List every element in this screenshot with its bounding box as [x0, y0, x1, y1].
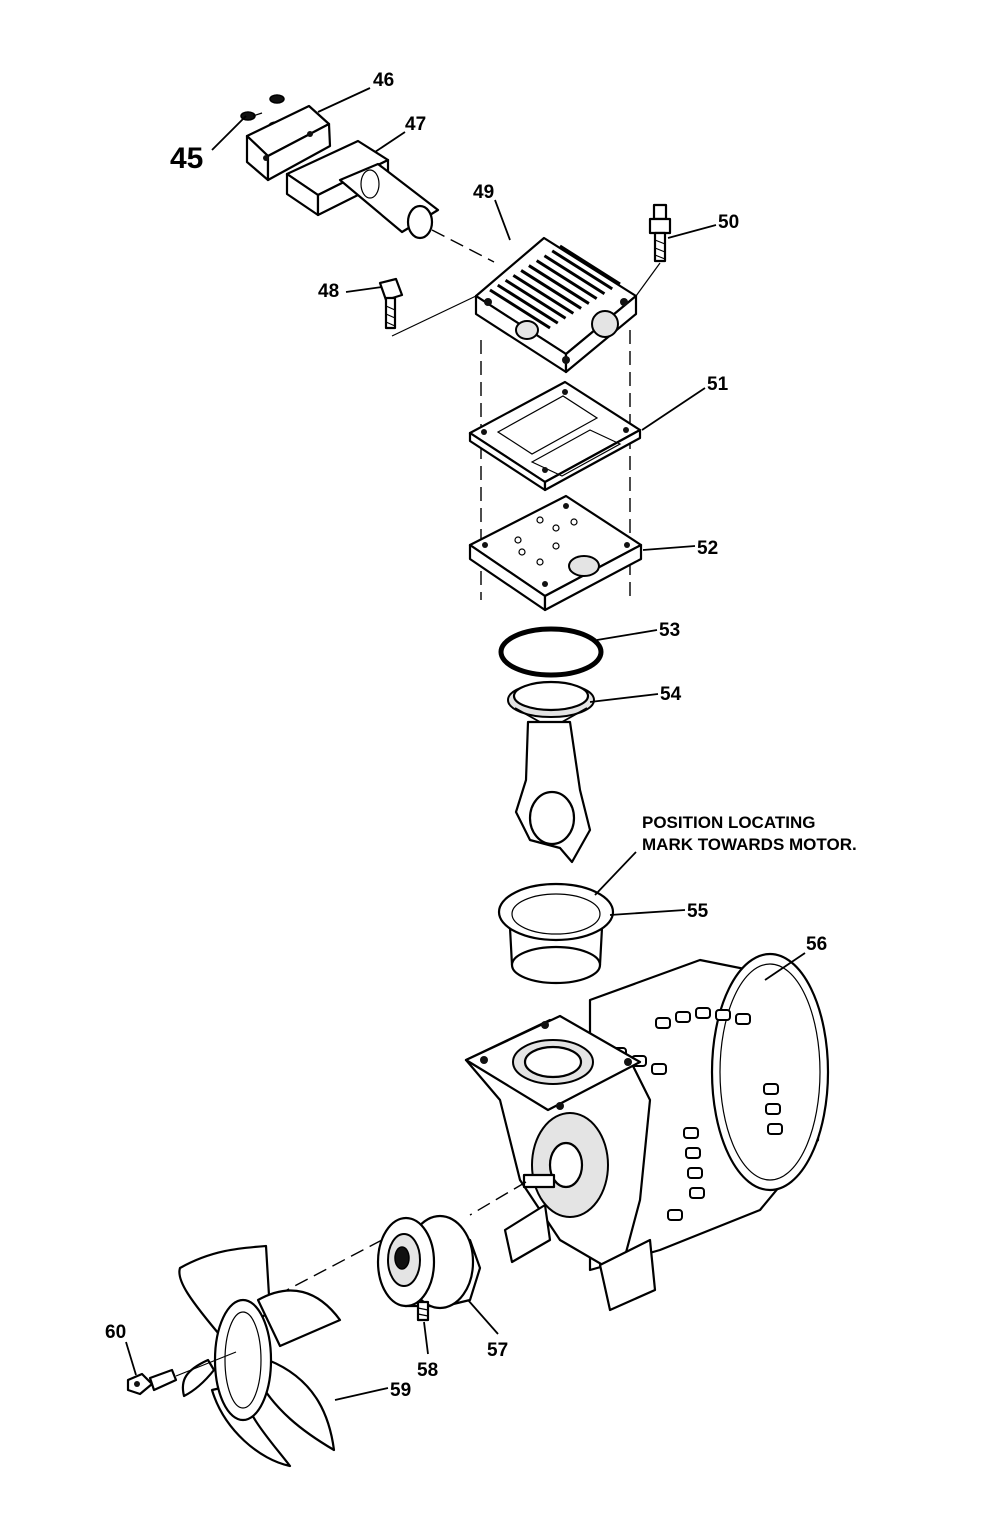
motor-vent: [765, 1103, 781, 1115]
label-part-57: 57: [487, 1340, 508, 1361]
alignment-line-bolt-60: [175, 1351, 237, 1377]
label-part-49: 49: [473, 182, 494, 203]
note-line-1: POSITION LOCATING: [642, 813, 815, 832]
label-part-47: 47: [405, 114, 426, 135]
part-57-pulley: [376, 1214, 482, 1310]
motor-vent: [687, 1167, 703, 1179]
part-48-bolt: [378, 277, 404, 330]
part-52-valve-plate: [468, 494, 643, 612]
head-fin: [535, 259, 598, 300]
part-54-piston-rod: [507, 680, 595, 864]
part-56-motor: [464, 952, 830, 1312]
label-part-53: 53: [659, 620, 680, 641]
motor-vent: [735, 1013, 751, 1025]
motor-vent: [689, 1187, 705, 1199]
part-58-set-screw: [416, 1300, 430, 1322]
part-53-o-ring: [498, 626, 604, 678]
part-51-gasket: [468, 380, 642, 492]
head-fin: [512, 274, 575, 315]
motor-vent: [685, 1147, 701, 1159]
head-fin: [551, 249, 614, 291]
part-47-intake-tube: [285, 139, 440, 240]
part-60-bolt: [126, 1368, 178, 1396]
motor-vent: [715, 1009, 731, 1021]
part-59-fan: [178, 1244, 342, 1468]
head-fin: [496, 283, 559, 325]
motor-vent: [655, 1017, 671, 1029]
part-49-cylinder-head: [474, 236, 638, 374]
label-part-52: 52: [697, 538, 718, 559]
alignment-line-tube: [431, 229, 495, 263]
label-part-45: 45: [170, 142, 203, 175]
label-part-60: 60: [105, 1322, 126, 1343]
label-part-46: 46: [373, 70, 394, 91]
label-part-50: 50: [718, 212, 739, 233]
label-part-51: 51: [707, 374, 729, 395]
label-part-48: 48: [318, 281, 339, 302]
label-part-55: 55: [687, 901, 709, 922]
part-55-sleeve: [497, 882, 615, 985]
label-part-59: 59: [390, 1380, 411, 1401]
motor-vent: [651, 1063, 667, 1075]
head-fin: [489, 288, 551, 330]
part-46-plate: [245, 104, 332, 182]
head-fin: [528, 264, 590, 305]
label-part-58: 58: [417, 1360, 438, 1381]
motor-vent: [675, 1011, 691, 1023]
motor-vent: [763, 1083, 779, 1095]
part-50-fitting: [648, 203, 672, 263]
motor-cooling-vents: [611, 1007, 783, 1221]
instruction-note: POSITION LOCATING MARK TOWARDS MOTOR.: [642, 813, 857, 854]
head-fin: [520, 269, 582, 310]
motor-vent: [695, 1007, 711, 1019]
head-cooling-fins: [489, 244, 621, 330]
head-fin: [559, 244, 621, 286]
motor-vent: [683, 1127, 699, 1139]
head-fin: [543, 254, 606, 296]
callout-labels: 45 46 47 48 49 50 51 52 53 54 55 56 57 5…: [105, 70, 827, 1401]
motor-vent: [667, 1209, 683, 1221]
motor-vent: [767, 1123, 783, 1135]
label-part-54: 54: [660, 684, 682, 705]
alignment-line-shaft: [469, 1181, 527, 1216]
leader-lines: [125, 87, 806, 1401]
note-line-2: MARK TOWARDS MOTOR.: [642, 835, 857, 854]
label-part-56: 56: [806, 934, 827, 955]
alignment-line-fitting-50: [635, 262, 661, 297]
head-fin: [504, 278, 567, 320]
alignment-line-bolt-48: [391, 295, 477, 337]
